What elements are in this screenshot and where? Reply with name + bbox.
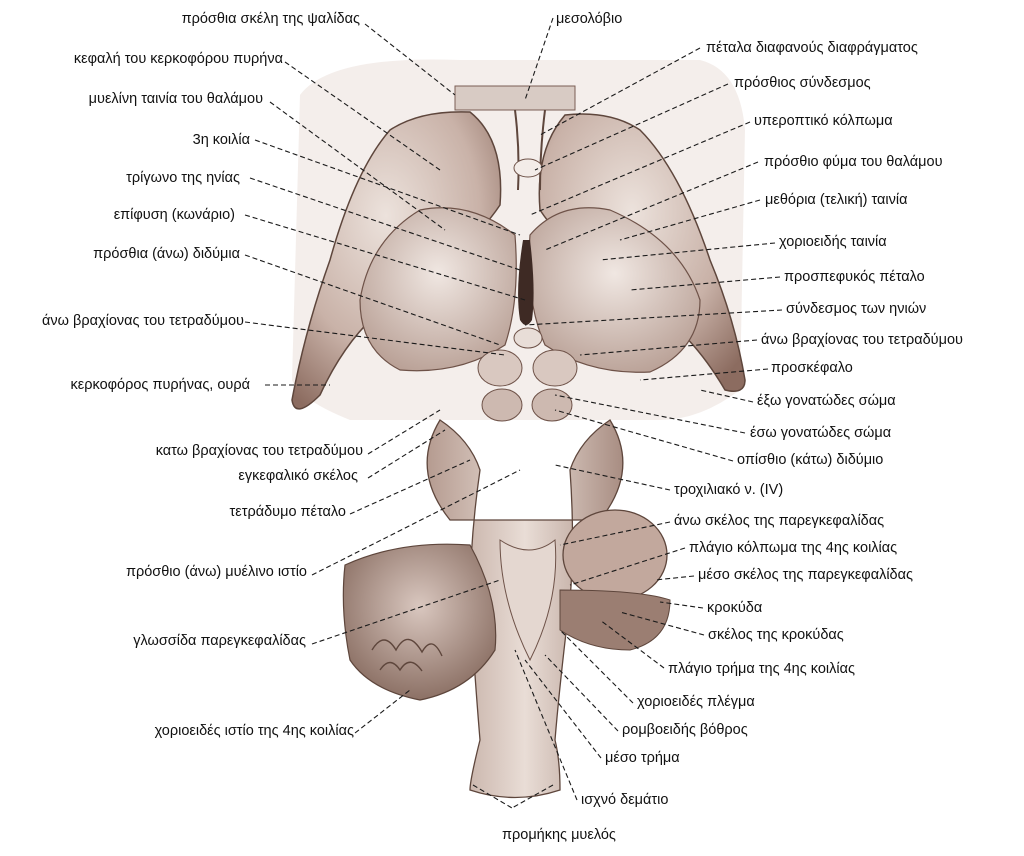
label-median-aperture: μέσο τρήμα xyxy=(605,750,680,766)
label-choroid-plexus: χοριοειδές πλέγμα xyxy=(637,694,755,710)
leader-line xyxy=(364,23,456,96)
label-inferior-colliculus: οπίσθιο (κάτω) διδύμιο xyxy=(737,452,884,468)
anterior-commissure xyxy=(513,158,543,178)
rhomboid-fossa xyxy=(499,539,557,662)
leader-line xyxy=(367,429,446,479)
leader-line xyxy=(244,214,526,301)
label-habenular-trigone: τρίγωνο της ηνίας xyxy=(126,170,240,186)
leader-line xyxy=(619,611,705,636)
leader-line xyxy=(311,579,501,645)
leader-line xyxy=(599,242,776,261)
leader-line xyxy=(619,199,761,241)
leader-line xyxy=(524,17,554,101)
leader-line xyxy=(534,83,729,171)
fornix xyxy=(514,109,546,191)
right-thalamus xyxy=(528,207,701,373)
leader-line xyxy=(269,101,446,231)
leader-line xyxy=(569,547,686,586)
label-superior-brachium-right: άνω βραχίονας του τετραδύμου xyxy=(761,332,963,348)
label-superior-medullary-velum: πρόσθιο (άνω) μυέλινο ιστίο xyxy=(125,564,307,580)
label-anterior-commissure: πρόσθιος σύνδεσμος xyxy=(734,75,871,91)
leader-line xyxy=(244,321,506,356)
leader-line xyxy=(354,689,411,734)
label-lateral-recess-4th: πλάγιο κόλπωμα της 4ης κοιλίας xyxy=(689,540,898,556)
label-taenia-choroidea: χοριοειδής ταινία xyxy=(779,234,887,250)
leader-line xyxy=(311,469,521,576)
leader-line xyxy=(524,659,602,759)
label-habenular-commissure: σύνδεσμος των ηνιών xyxy=(786,301,927,317)
label-lateral-geniculate-body: έξω γονατώδες σώμα xyxy=(757,393,896,409)
leader-line xyxy=(524,309,783,326)
label-middle-cerebellar-peduncle: μέσο σκέλος της παρεγκεφαλίδας xyxy=(698,567,914,583)
leader-line xyxy=(554,409,734,462)
leader-line xyxy=(554,464,671,491)
label-pulvinar: προσκέφαλο xyxy=(771,360,853,376)
leader-line xyxy=(554,394,746,434)
leader-line xyxy=(629,276,781,291)
label-tela-choroidea-4th: χοριοειδές ιστίο της 4ης κοιλίας xyxy=(154,723,354,739)
label-caudate-tail: κερκοφόρος πυρήνας, ουρά xyxy=(70,377,250,393)
label-flocculus-peduncle: σκέλος της κροκύδας xyxy=(708,627,844,643)
label-medial-geniculate-body: έσω γονατώδες σώμα xyxy=(750,425,892,441)
leader-line xyxy=(544,654,619,732)
label-third-ventricle: 3η κοιλία xyxy=(192,132,250,148)
label-trochlear-nerve: τροχιλιακό ν. (IV) xyxy=(674,482,784,498)
label-stria-terminalis: μεθόρια (τελική) ταινία xyxy=(765,192,908,208)
label-septum-pellucidum-laminae: πέταλα διαφανούς διαφράγματος xyxy=(706,40,918,56)
leader-line xyxy=(544,161,759,251)
label-anterior-thalamic-tubercle: πρόσθιο φύμα του θαλάμου xyxy=(764,154,943,170)
third-ventricle xyxy=(518,240,534,325)
left-thalamus xyxy=(359,207,517,372)
leader-line xyxy=(349,459,471,515)
label-rhomboid-fossa: ρομβοειδής βόθρος xyxy=(622,722,748,738)
leader-line xyxy=(244,254,501,346)
leader-line xyxy=(639,368,769,381)
label-lingula-cerebelli: γλωσσίδα παρεγκεφαλίδας xyxy=(133,633,306,649)
label-superior-colliculi: πρόσθια (άνω) διδύμια xyxy=(93,246,240,262)
label-anterior-fornix-columns: πρόσθια σκέλη της ψαλίδας xyxy=(181,11,360,27)
leader-line xyxy=(599,619,665,669)
leader-line xyxy=(529,121,751,216)
leader-line xyxy=(367,409,441,455)
leader-line xyxy=(249,177,521,271)
leader-line xyxy=(284,61,441,171)
label-superior-brachium-left: άνω βραχίονας του τετραδύμου xyxy=(42,313,244,329)
label-flocculus: κροκύδα xyxy=(707,600,763,616)
label-quadrigeminal-plate: τετράδυμο πέταλο xyxy=(229,504,346,520)
label-lateral-aperture-4th: πλάγιο τρήμα της 4ης κοιλίας xyxy=(668,661,855,677)
septum-strip xyxy=(454,85,576,111)
leader-line xyxy=(254,139,521,236)
label-supraoptic-recess: υπεροπτικό κόλπωμα xyxy=(754,113,893,129)
leader-line xyxy=(579,339,758,356)
label-caudate-head: κεφαλή του κερκοφόρου πυρήνα xyxy=(73,51,283,67)
leader-line xyxy=(472,784,513,809)
label-septum: μεσολόβιο xyxy=(556,11,623,27)
leader-line xyxy=(514,649,578,801)
label-superior-cerebellar-peduncle: άνω σκέλος της παρεγκεφαλίδας xyxy=(674,513,885,529)
label-lamina-affixa: προσπεφυκός πέταλο xyxy=(784,269,925,285)
leader-line xyxy=(559,521,671,546)
right-cerebellum xyxy=(559,589,671,651)
leader-line xyxy=(659,601,704,609)
label-cerebral-peduncle: εγκεφαλικό σκέλος xyxy=(238,468,358,484)
label-inferior-brachium: κατω βραχίονας του τετραδύμου xyxy=(155,443,363,459)
label-gracile-fasciculus: ισχνό δεμάτιο xyxy=(581,792,669,808)
colliculi xyxy=(477,327,578,422)
left-cerebellum xyxy=(342,543,497,701)
leader-line xyxy=(559,629,634,704)
leader-line xyxy=(511,784,554,809)
label-stria-medullaris-thalami: μυελίνη ταινία του θαλάμου xyxy=(88,91,263,107)
leader-line xyxy=(699,389,754,403)
leader-line xyxy=(654,575,695,581)
leader-line xyxy=(539,47,701,136)
label-pineal-gland: επίφυση (κωνάριο) xyxy=(113,207,235,223)
label-medulla-oblongata: προμήκης μυελός xyxy=(502,827,616,843)
arbor-vitae xyxy=(371,638,443,672)
